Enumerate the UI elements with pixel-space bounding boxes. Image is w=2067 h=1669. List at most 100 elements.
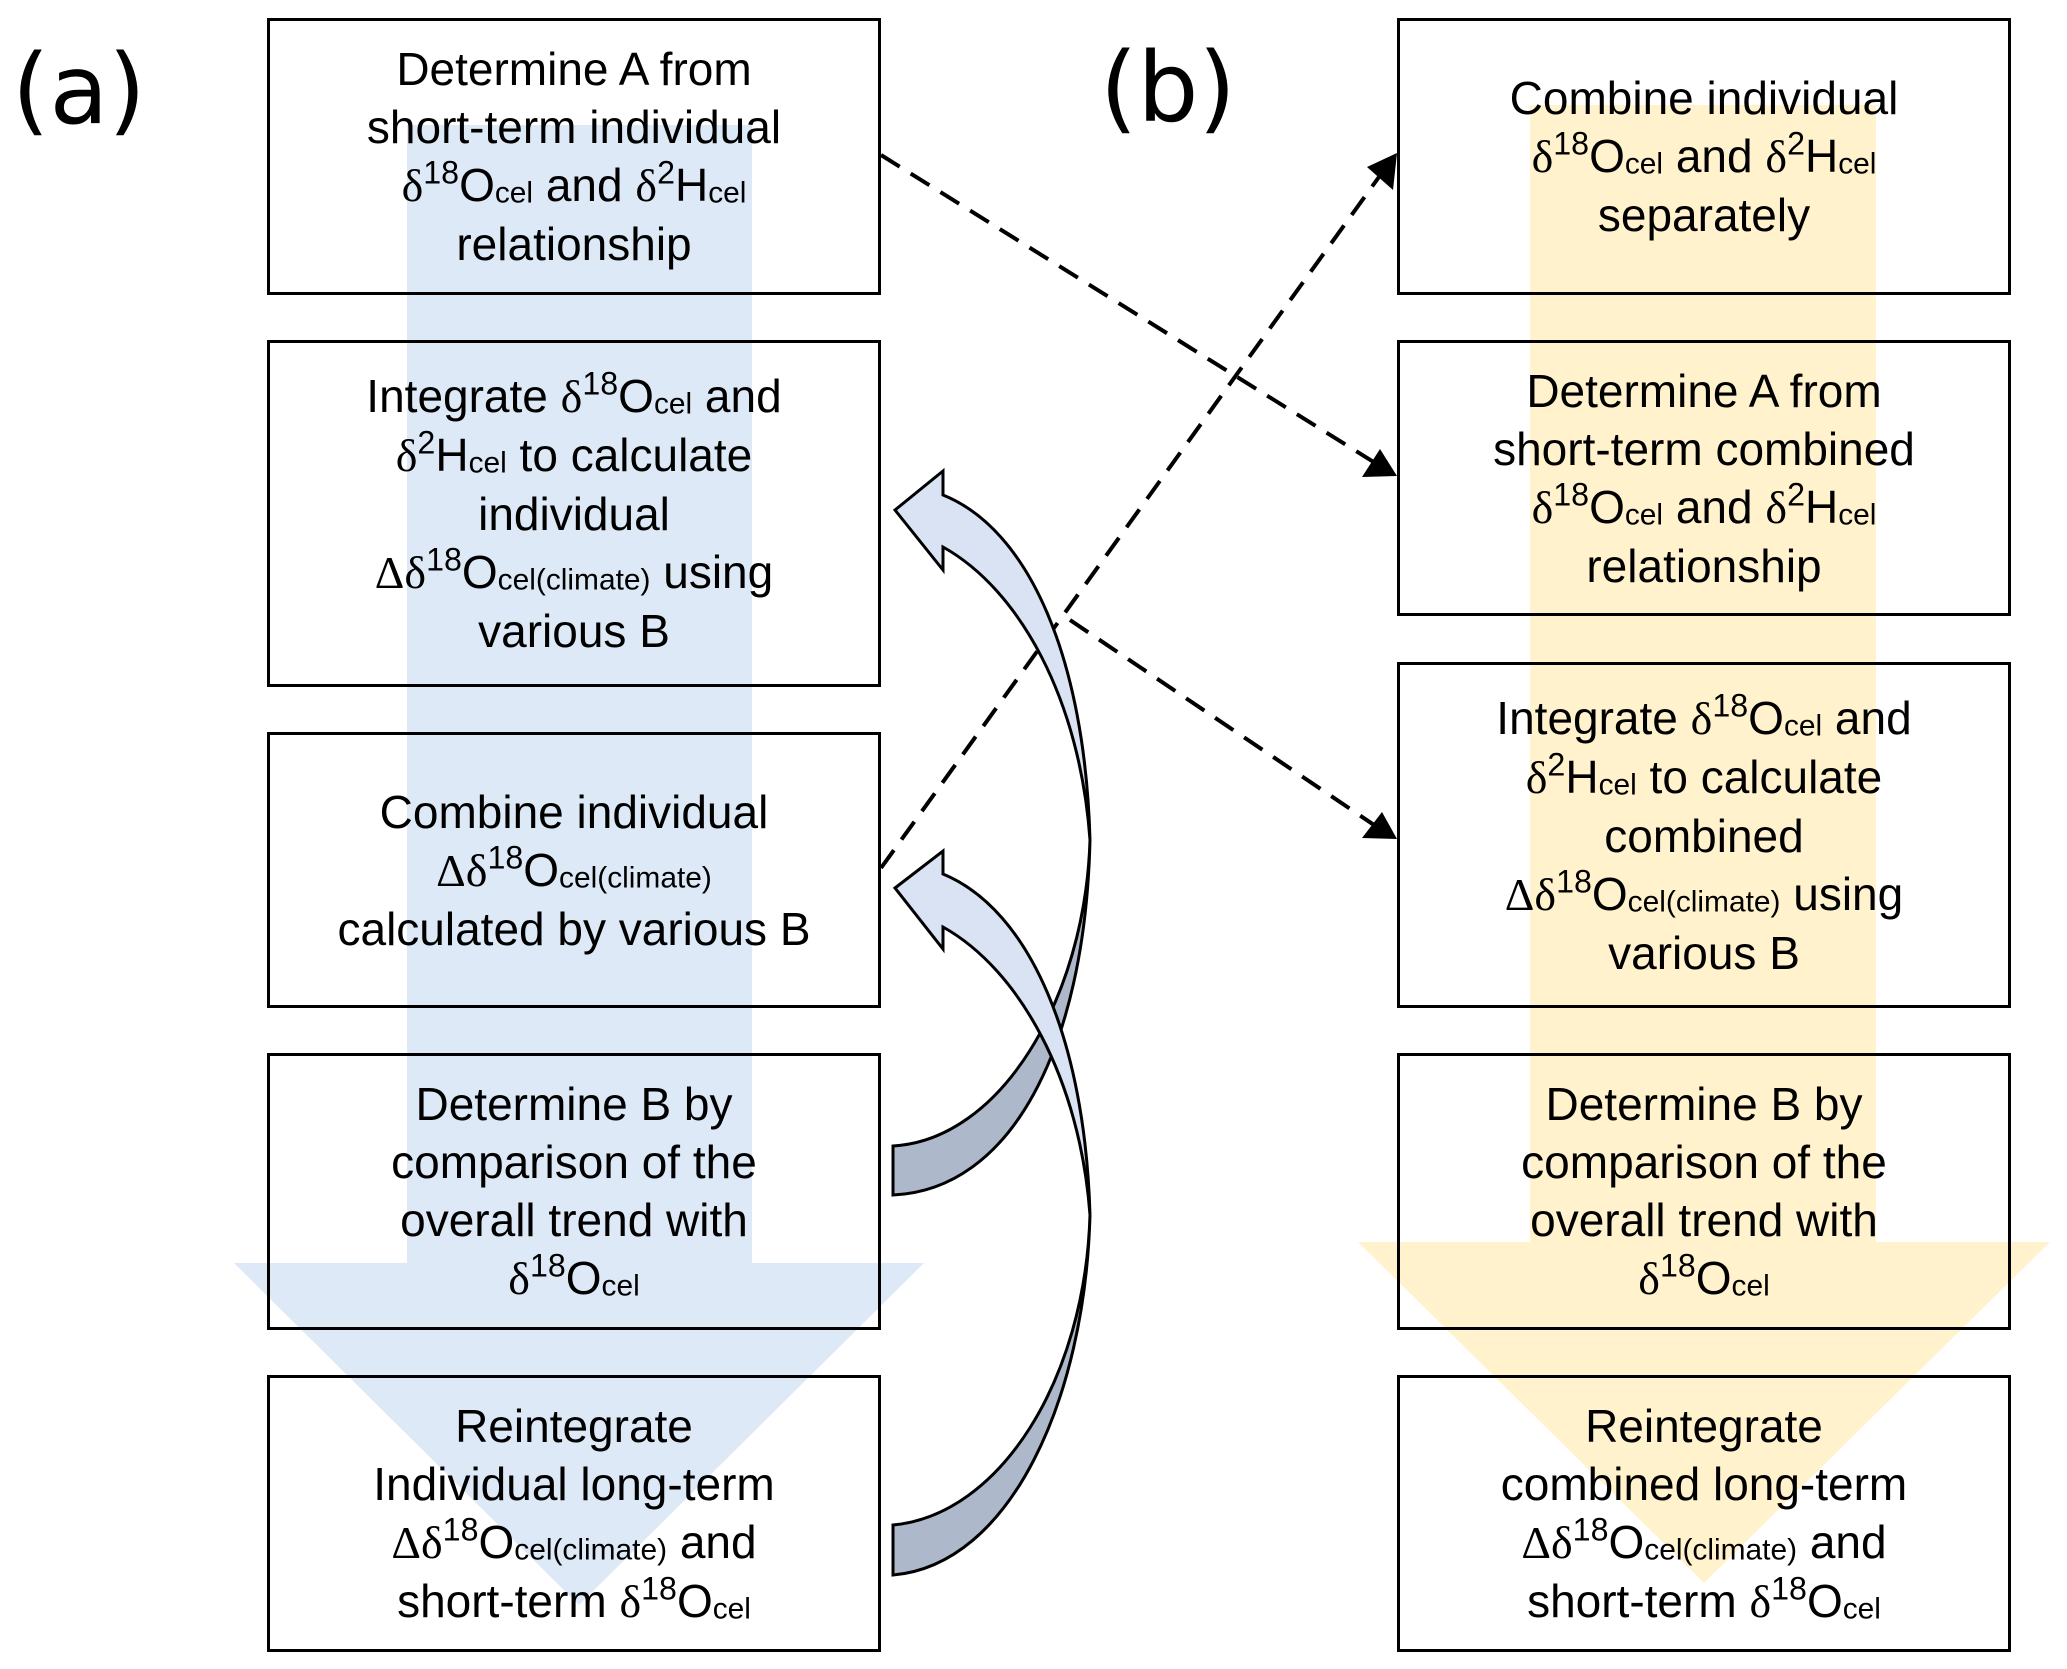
step-text-line: overall trend with (270, 1191, 878, 1249)
step-text-line: short-term δ18Ocel (270, 1572, 878, 1631)
panel-label-b: (b) (1100, 32, 1236, 144)
step-text-line: comparison of the (1400, 1133, 2008, 1191)
step-text-line: overall trend with (1400, 1191, 2008, 1249)
text-run: O (461, 546, 498, 598)
step-text-line: δ18Ocel and δ2Hcel (1400, 127, 2008, 186)
step-text-line: individual (270, 485, 878, 543)
step-text-line: Δδ18Ocel(climate) using (1400, 865, 2008, 924)
text-run: short-term combined (1493, 422, 1915, 475)
subscript: cel (1624, 147, 1664, 181)
text-run: O (1748, 691, 1784, 744)
greek-symbol: Δδ (1504, 868, 1557, 920)
step-text-line: δ2Hcel to calculate (1400, 748, 2008, 807)
text-run: H (674, 159, 709, 211)
step-text-line: Δδ18Ocel(climate) and (1400, 1513, 2008, 1572)
step-text-line: δ18Ocel and δ2Hcel (1400, 478, 2008, 537)
text-run: O (618, 370, 654, 422)
step-text-line: Determine A from (1400, 362, 2008, 420)
text-run: short-term individual (366, 101, 782, 153)
step-text-line: Combine individual (1400, 69, 2008, 127)
text-run: various B (478, 605, 670, 657)
greek-symbol: Δδ (374, 547, 427, 598)
step-text-line: Determine B by (270, 1075, 878, 1133)
greek-symbol: δ (395, 430, 418, 481)
text-run: Integrate (366, 370, 561, 422)
superscript: 18 (1771, 1569, 1807, 1606)
step-text-line: relationship (1400, 537, 2008, 595)
step-text: Determine A from short-term individual δ18… (270, 40, 878, 273)
text-run: and (1822, 691, 1912, 744)
superscript: 18 (582, 365, 619, 402)
step-text-line: various B (1400, 924, 2008, 982)
step-text-line: various B (270, 602, 878, 660)
text-run: O (1589, 480, 1625, 533)
text-run: Determine A from (396, 43, 752, 95)
step-text-line: δ18Ocel (1400, 1249, 2008, 1308)
step-text-line: short-term individual (270, 98, 878, 156)
text-run: O (523, 843, 560, 896)
text-run: using (1780, 867, 1904, 920)
greek-symbol: δ (508, 1253, 530, 1304)
text-run: Determine B by (415, 1078, 733, 1130)
step-text-line: Reintegrate (270, 1397, 878, 1455)
superscript: 18 (423, 154, 460, 191)
subscript: cel (494, 176, 534, 210)
text-run: and (667, 1515, 757, 1568)
text-run: H (1565, 750, 1599, 803)
text-run: and (533, 159, 636, 211)
greek-symbol: δ (1690, 692, 1713, 744)
panel-label-a: (a) (12, 34, 146, 146)
text-run: comparison of the (1521, 1136, 1887, 1188)
text-run: separately (1597, 189, 1811, 241)
subscript: cel (1624, 497, 1664, 531)
superscript: 18 (1712, 686, 1749, 723)
subscript: cel (1783, 708, 1823, 742)
step-text-line: Δδ18Ocel(climate) (270, 841, 878, 900)
subscript: cel(climate) (559, 860, 712, 894)
subscript: cel (1731, 1269, 1770, 1303)
superscript: 18 (1553, 125, 1590, 162)
text-run: calculated by various B (337, 902, 811, 955)
step-text-line: combined long-term (1400, 1455, 2008, 1513)
subscript: cel (712, 1591, 751, 1625)
greek-symbol: δ (1765, 481, 1788, 533)
text-run: short-term (397, 1574, 620, 1627)
text-run: O (1608, 1515, 1645, 1568)
superscript: 18 (1553, 475, 1590, 512)
subscript: cel (653, 387, 693, 421)
greek-symbol: δ (401, 160, 424, 211)
step-text-line: Integrate δ18Ocel and (1400, 689, 2008, 748)
text-run: comparison of the (391, 1136, 757, 1188)
text-run: various B (1608, 926, 1800, 979)
text-run: O (1589, 130, 1625, 182)
greek-symbol: δ (1638, 1253, 1660, 1304)
step-text-line: δ2Hcel to calculate (270, 426, 878, 485)
text-run: Reintegrate (455, 1399, 693, 1452)
text-run: to calculate (506, 429, 753, 481)
step-text-line: Reintegrate (1400, 1397, 2008, 1455)
text-run: O (676, 1574, 713, 1627)
greek-symbol: δ (560, 371, 583, 422)
subscript: cel (1838, 497, 1877, 531)
greek-symbol: δ (1749, 1575, 1772, 1627)
text-run: O (1695, 1252, 1732, 1304)
step-text-line: combined (1400, 807, 2008, 865)
subscript: cel(climate) (497, 563, 651, 597)
subscript: cel(climate) (1627, 884, 1781, 918)
text-run: Determine A from (1526, 364, 1882, 417)
step-text-line: separately (1400, 186, 2008, 244)
text-run: H (435, 429, 469, 481)
